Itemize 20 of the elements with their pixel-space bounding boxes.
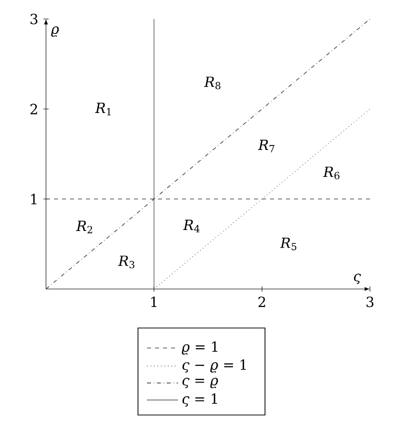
x-axis-title: ς bbox=[354, 274, 361, 284]
y-tick-label: 2 bbox=[30, 104, 38, 114]
x-tick-label: 1 bbox=[151, 296, 156, 307]
legend-text: ς − ϱ = 1 bbox=[182, 359, 246, 373]
region-label: R$_{1}$ bbox=[95, 102, 111, 116]
legend-text: ϱ = 1 bbox=[182, 341, 218, 355]
y-tick-label: 3 bbox=[30, 14, 38, 24]
region-label: R$_{5}$ bbox=[280, 238, 296, 250]
y-tick-label: 1 bbox=[31, 194, 36, 204]
region-label: R$_{7}$ bbox=[258, 140, 274, 152]
region-label: R$_{2}$ bbox=[76, 220, 92, 234]
region-label: R$_{8}$ bbox=[204, 76, 220, 90]
x-tick-label: 2 bbox=[258, 296, 266, 307]
region-label: R$_{4}$ bbox=[183, 220, 200, 232]
region-label: R$_{3}$ bbox=[118, 256, 134, 268]
x-tick-label: 3 bbox=[366, 296, 374, 308]
legend-text: ς = 1 bbox=[182, 393, 217, 407]
region-label: R$_{6}$ bbox=[323, 166, 340, 180]
legend-text: ς = ϱ bbox=[182, 378, 218, 388]
y-axis-title: ϱ bbox=[51, 26, 59, 37]
